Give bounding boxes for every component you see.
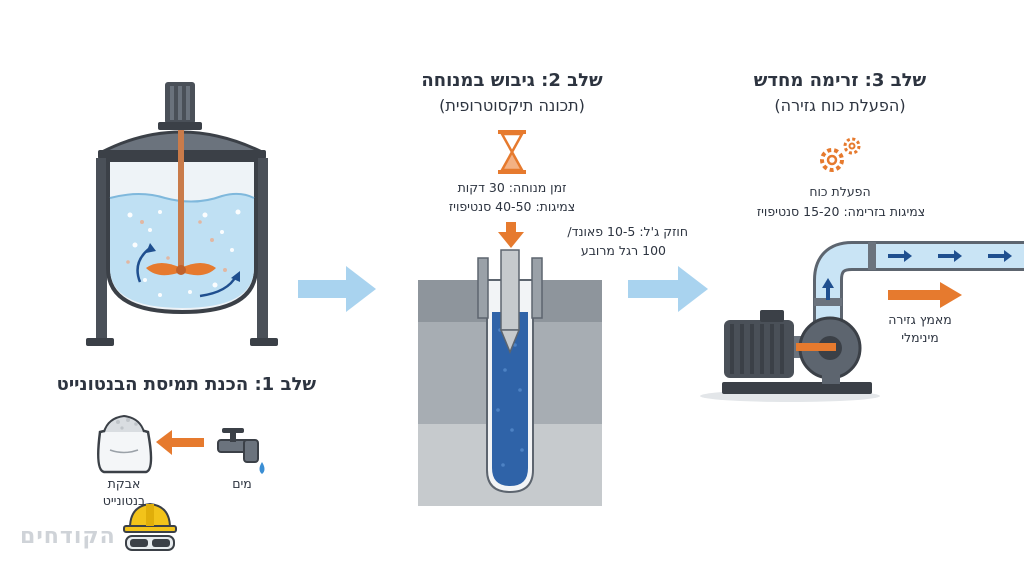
gel-strength-line1: חוזק ג'ל: 10-5 פאונד/ [567,224,688,239]
hourglass-icon [498,130,526,174]
hardhat-goggles-icon [123,502,177,551]
stage2-subtitle: (תכונה תיקסוטרופית) [439,96,585,115]
shear-label-line2: מינימלי [901,330,939,345]
stage2-title: שלב 2: גיבוש במנוחה [421,70,603,91]
rest-time-label: זמן מנוחה: 30 דקות [457,180,567,195]
viscosity-label: צמיגות: 40-50 סנטיפויז [448,199,576,214]
pipe-with-flow [813,241,1024,350]
shear-label-line1: מאמץ גזירה [888,312,952,327]
force-label: הפעלת כוח [809,184,871,199]
powder-label-line1: אבקת [107,476,141,491]
gel-strength-line2: 100 רגל מרובע [580,243,666,258]
faucet-icon [217,428,265,474]
flow-arrow-1-icon [298,266,376,312]
arrow-left-orange-icon [156,430,204,455]
flow-viscosity-label: צמיגות בזרימה: 15-20 סנטיפויז [756,204,926,219]
water-label: מים [232,476,252,491]
stage3-title: שלב 3: זרימה מחדש [753,70,927,91]
flow-arrow-2-icon [628,266,708,312]
borehole-cross-section [418,249,602,506]
pump-icon [700,310,880,402]
powder-label-line2: בנטונייט [102,493,146,508]
mixing-tank-icon [86,82,278,346]
powder-bag-icon [96,414,153,474]
arrow-right-orange-icon [888,282,962,308]
arrow-down-orange-icon [498,222,524,248]
stage3-subtitle: (הפעלת כוח גזירה) [774,96,906,115]
stage1-title: שלב 1: הכנת תמיסת הבנטונייט [56,374,316,395]
gears-icon [820,137,861,172]
watermark: הקודחים [20,524,116,549]
